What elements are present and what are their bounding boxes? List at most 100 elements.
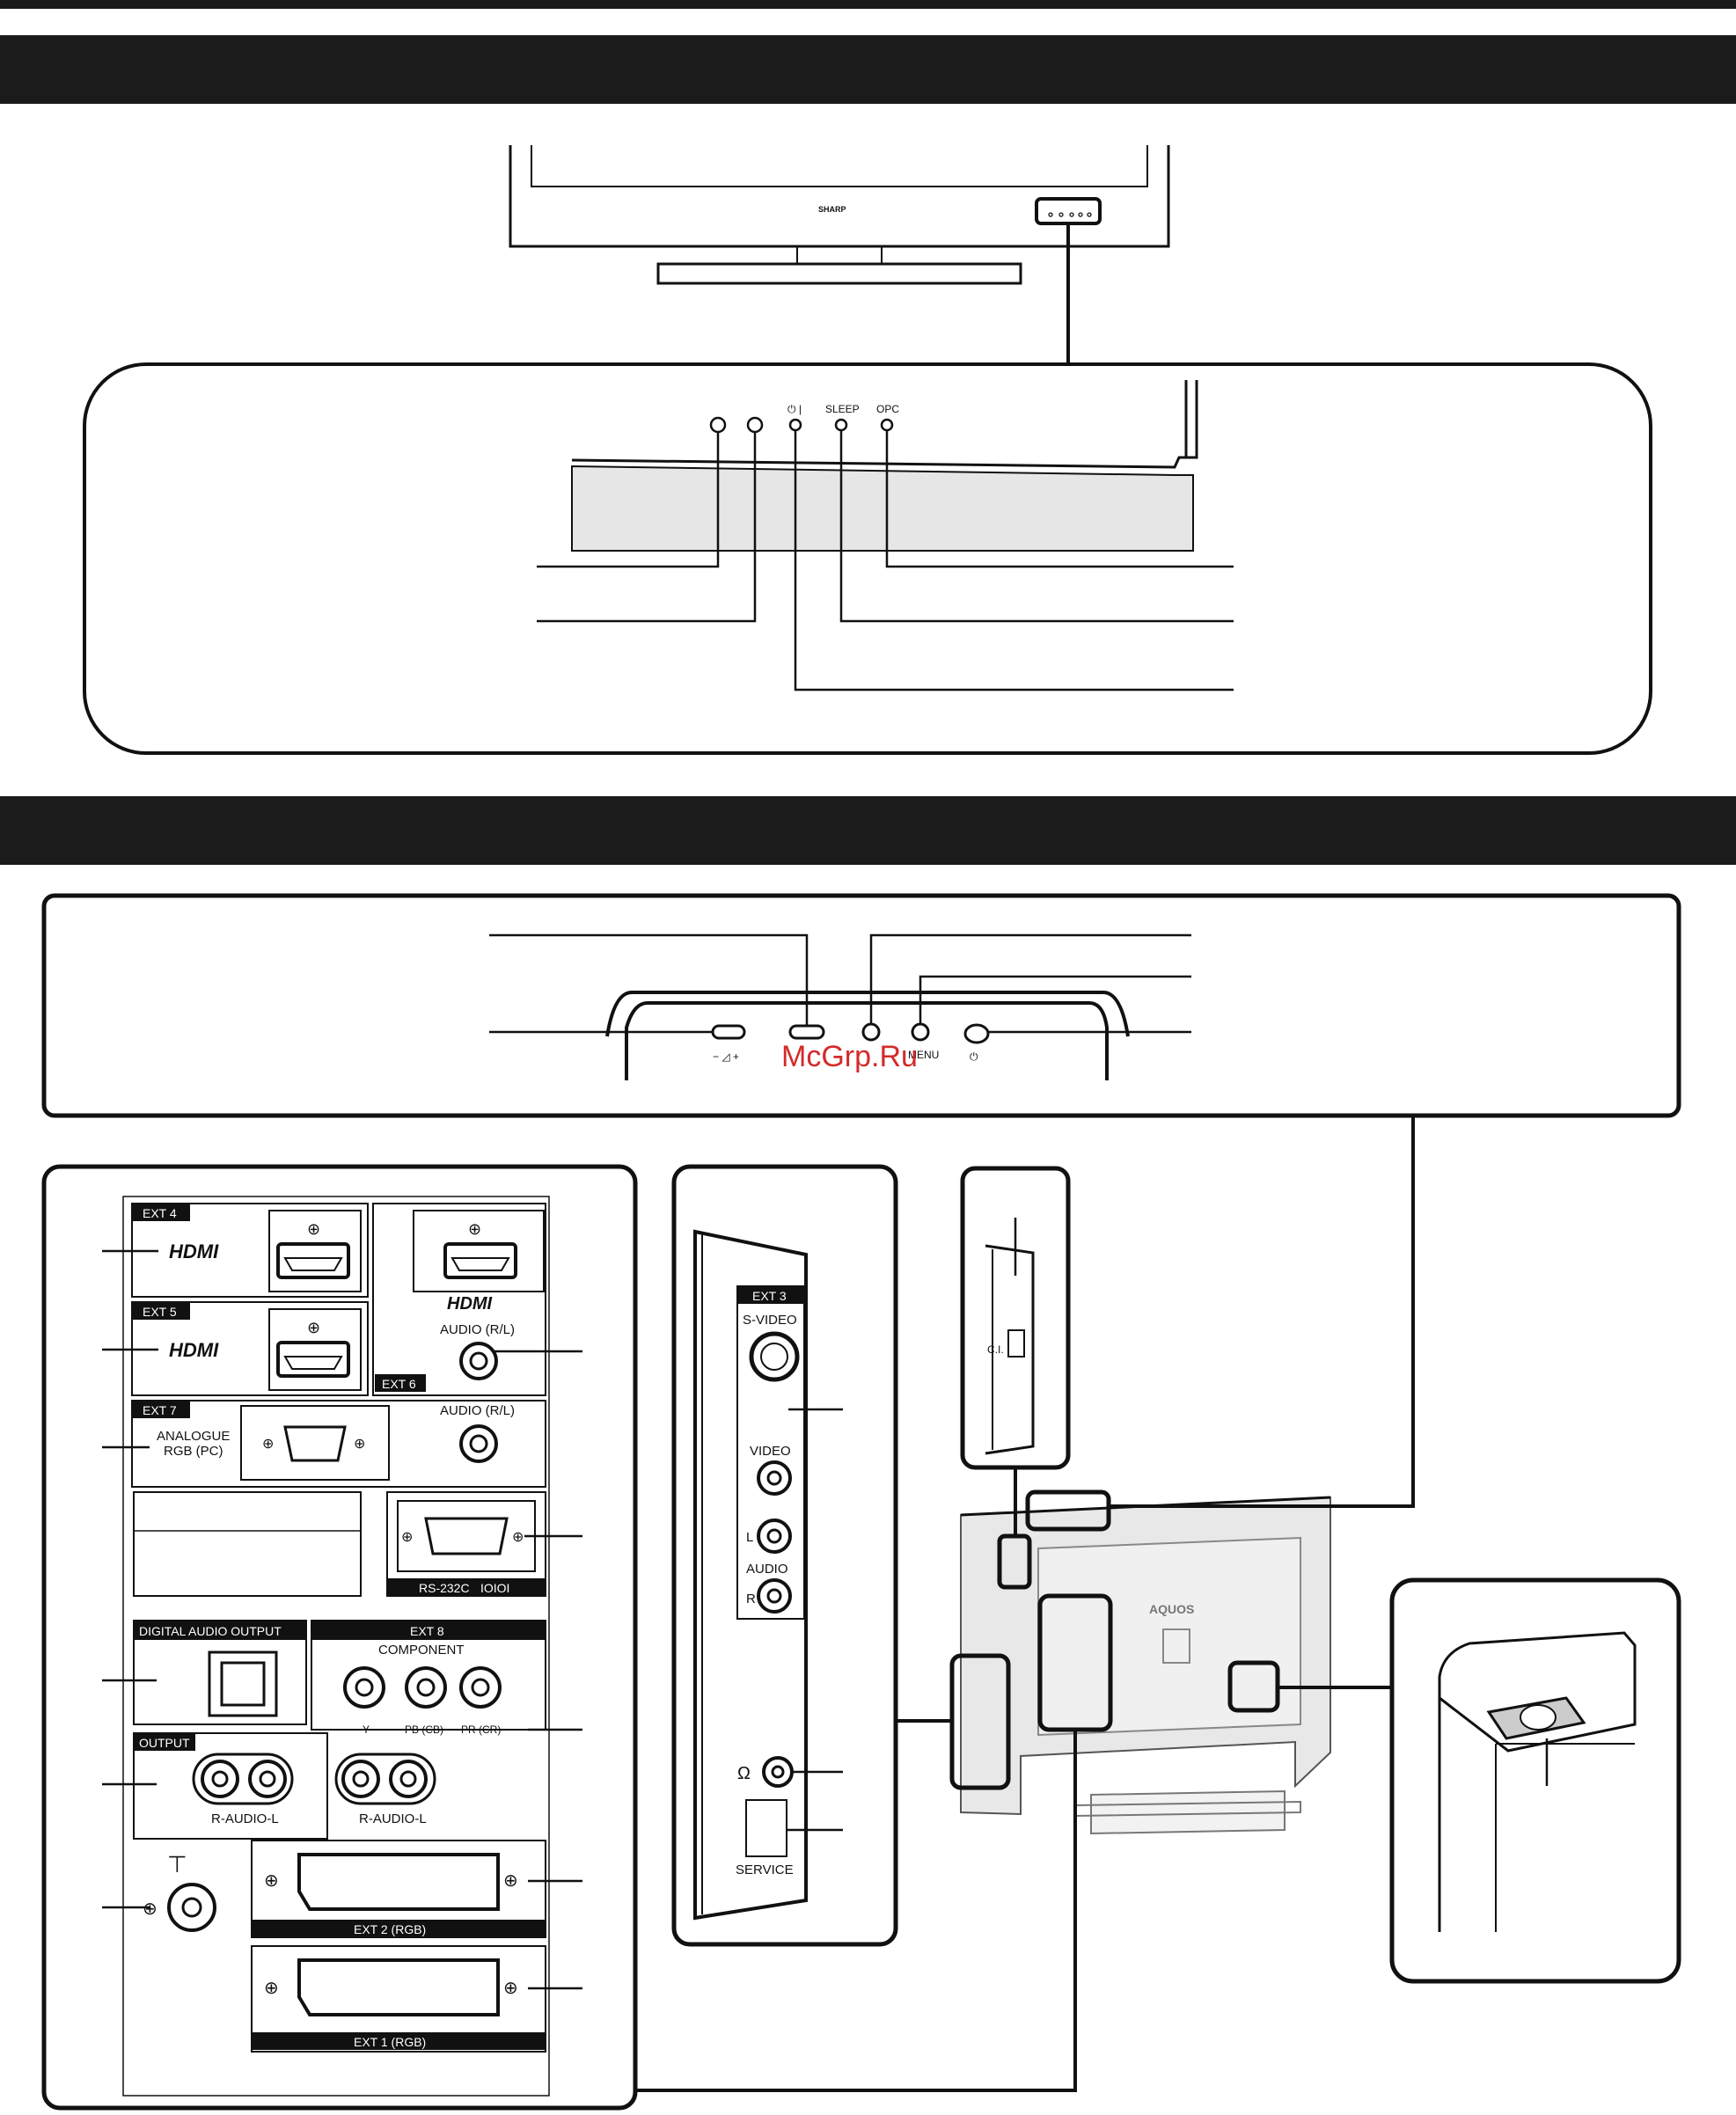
- vga-screw-right-icon: ⊕: [354, 1437, 365, 1452]
- comp-pb-label: PB (CB): [405, 1723, 443, 1736]
- ext1-tag: [252, 2032, 546, 2050]
- rs232c-screw-right-icon: ⊕: [512, 1530, 524, 1545]
- ext4-hdmi-port[interactable]: [276, 1242, 350, 1279]
- volume-rocker[interactable]: [711, 1024, 746, 1040]
- input-button[interactable]: [861, 1022, 881, 1042]
- rgb-pc-label: RGB (PC): [164, 1444, 223, 1459]
- vga-screw-left-icon: ⊕: [262, 1437, 274, 1452]
- video-label: VIDEO: [750, 1444, 791, 1459]
- ext4-label: EXT 4: [143, 1206, 177, 1220]
- top-controls-bezel: [605, 991, 1130, 1080]
- ext6-hdmi-port[interactable]: [443, 1242, 517, 1279]
- output-box: [133, 1732, 328, 1840]
- menu-label: MENU: [908, 1049, 939, 1061]
- section-header-bar-front: [0, 35, 1736, 104]
- ext7-vga-port[interactable]: ⊕ ⊕: [262, 1425, 365, 1462]
- component-label: COMPONENT: [378, 1643, 465, 1658]
- ext6-label: EXT 6: [382, 1377, 416, 1391]
- output-rl-label: R-AUDIO-L: [211, 1811, 279, 1826]
- component-jacks[interactable]: [343, 1666, 502, 1709]
- video-jack[interactable]: [757, 1460, 792, 1496]
- top-rule: [0, 0, 1736, 9]
- output-rca-jacks[interactable]: [192, 1753, 294, 1805]
- ext7-tag: [132, 1401, 190, 1418]
- ext5-label: EXT 5: [143, 1305, 177, 1319]
- ext1-screw-left-icon: ⊕: [264, 1979, 279, 1998]
- ext6-audio-label: AUDIO (R/L): [440, 1322, 515, 1337]
- analogue-label: ANALOGUE: [157, 1429, 230, 1444]
- rs232c-port[interactable]: ⊕ ⊕: [401, 1517, 524, 1555]
- ext1-box: [251, 1945, 546, 2053]
- rear-top-highlight: [1025, 1489, 1111, 1532]
- channel-rocker[interactable]: [788, 1024, 825, 1040]
- ext7-audio-jack[interactable]: [459, 1424, 498, 1463]
- ext5-screw-icon: ⊕: [307, 1319, 320, 1336]
- rs232c-glyph: IOIOI: [480, 1581, 509, 1595]
- blank-box: [133, 1491, 362, 1597]
- ext2-label: EXT 2 (RGB): [354, 1922, 426, 1936]
- front-bezel-detail: [571, 380, 1198, 552]
- optical-port[interactable]: [208, 1650, 278, 1717]
- terminal-callout-lines: [102, 1249, 582, 1990]
- ci-label: C.I.: [987, 1343, 1004, 1356]
- sleep-indicator-label: SLEEP: [825, 403, 860, 415]
- ext5-hdmi-port[interactable]: [276, 1341, 350, 1378]
- power-indicator-label: ⏻ |: [787, 403, 802, 415]
- service-port[interactable]: [745, 1799, 787, 1857]
- ext2-screw-right-icon: ⊕: [503, 1871, 518, 1891]
- ext3-label: EXT 3: [752, 1289, 787, 1303]
- ext6-port-frame: [413, 1210, 545, 1292]
- antenna-screw-icon: ⊕: [143, 1899, 157, 1919]
- service-label: SERVICE: [736, 1863, 794, 1877]
- ext7-box: [131, 1400, 546, 1488]
- power-label: ⏻: [970, 1050, 978, 1063]
- ac-inlet-illustration: [1438, 1631, 1637, 1932]
- opc-indicator-label: OPC: [876, 403, 899, 415]
- s-video-label: S-VIDEO: [743, 1313, 797, 1328]
- ext8-label: EXT 8: [410, 1624, 444, 1638]
- audio-r-label: R: [746, 1592, 756, 1606]
- audio-label: AUDIO: [746, 1562, 788, 1577]
- side-callout-lines: [787, 1408, 843, 1832]
- output-label: OUTPUT: [139, 1736, 190, 1750]
- ext8-audio-jacks[interactable]: [334, 1753, 436, 1805]
- ext2-scart-port[interactable]: ⊕ ⊕: [264, 1853, 518, 1911]
- ext6-audio-jack[interactable]: [459, 1342, 498, 1380]
- ext1-screw-right-icon: ⊕: [503, 1979, 518, 1998]
- antenna-terminal[interactable]: ⊤ ⊕: [143, 1851, 216, 1932]
- output-tag: [134, 1733, 195, 1751]
- ext6-box: [372, 1203, 546, 1396]
- side-panel: [671, 1164, 898, 1947]
- hdmi-logo-ext5: HDMI: [169, 1339, 219, 1361]
- power-button[interactable]: [963, 1023, 990, 1044]
- volume-label: − ◿ +: [713, 1050, 739, 1063]
- headphone-icon: Ω: [737, 1764, 751, 1783]
- ci-slot-illustration: [985, 1218, 1035, 1455]
- menu-button[interactable]: [911, 1022, 930, 1042]
- ext6-tag: [375, 1374, 426, 1392]
- front-indicator-dots: [1048, 212, 1092, 217]
- digital-audio-tag: [134, 1621, 306, 1640]
- front-detail-panel: [83, 362, 1652, 755]
- tv-front-illustration: [509, 145, 1170, 285]
- ext6-screw-icon: ⊕: [468, 1220, 481, 1238]
- audio-l-label: L: [746, 1530, 753, 1545]
- ext1-label: EXT 1 (RGB): [354, 2035, 426, 2049]
- comp-y-label: Y: [363, 1723, 370, 1736]
- ext5-tag: [132, 1302, 190, 1320]
- front-callout-lines: [537, 430, 1234, 692]
- side-panel-bezel: [693, 1229, 808, 1921]
- hdmi-logo-ext6: HDMI: [447, 1294, 493, 1314]
- top-control-buttons[interactable]: [711, 1022, 990, 1044]
- brand-label: SHARP: [818, 205, 846, 214]
- ext8-rl-label: R-AUDIO-L: [359, 1811, 427, 1826]
- ext1-scart-port[interactable]: ⊕ ⊕: [264, 1958, 518, 2016]
- ext8-tag: [311, 1621, 546, 1640]
- s-video-port[interactable]: [749, 1331, 800, 1382]
- hdmi-logo-ext4: HDMI: [169, 1240, 219, 1262]
- headphone-jack[interactable]: Ω: [737, 1756, 794, 1788]
- audio-jacks[interactable]: [757, 1519, 792, 1614]
- terminal-panel-inner: [122, 1196, 550, 2097]
- digital-audio-label: DIGITAL AUDIO OUTPUT: [139, 1624, 282, 1638]
